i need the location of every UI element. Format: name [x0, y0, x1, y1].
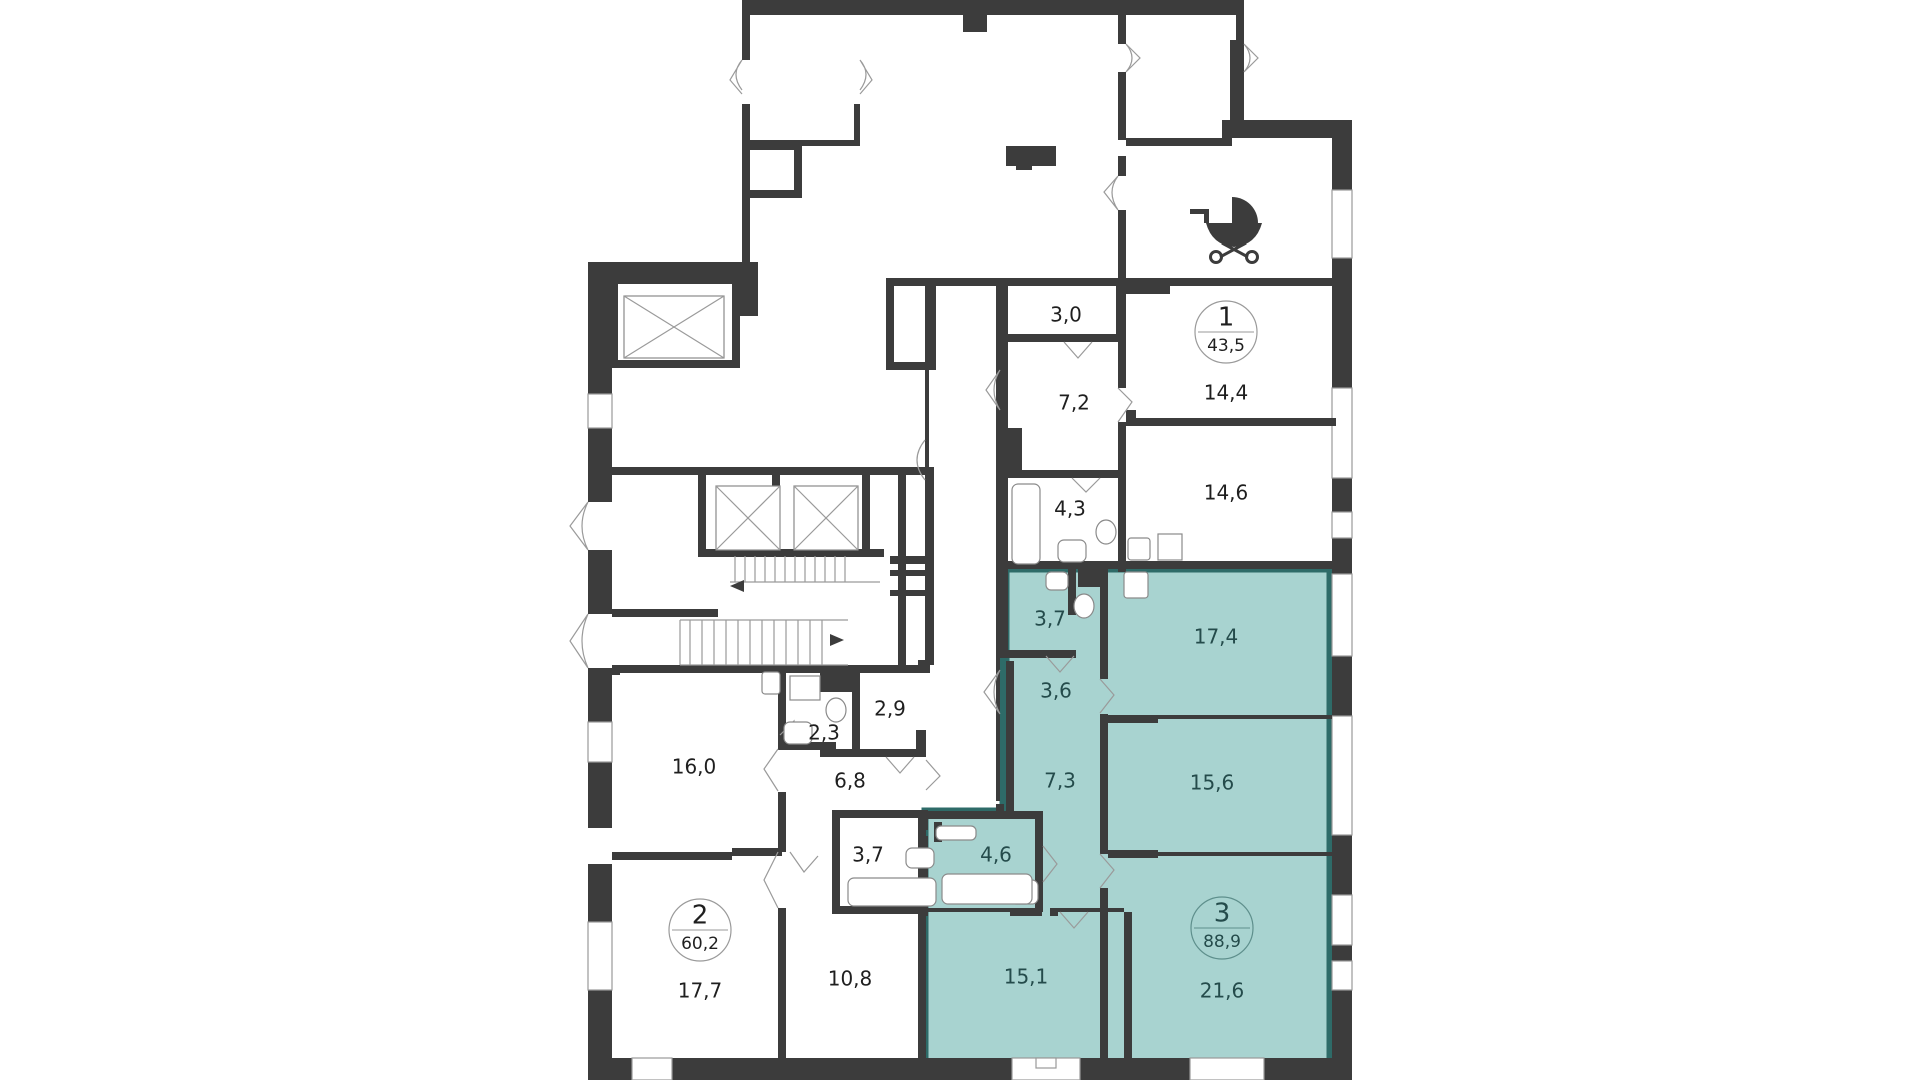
apartment-area: 43,5 — [1207, 336, 1245, 356]
bathroom-fixtures — [761, 483, 1183, 907]
apartment-area: 60,2 — [681, 934, 719, 954]
room-label: 17,7 — [678, 979, 723, 1003]
room-label: 4,6 — [980, 843, 1012, 867]
room-label: 15,6 — [1190, 771, 1235, 795]
room-label: 14,6 — [1204, 481, 1249, 505]
stairs-icon — [679, 556, 880, 666]
room-label: 3,0 — [1050, 303, 1082, 327]
room-label: 3,7 — [1034, 607, 1066, 631]
apartment-badge-2[interactable]: 2 60,2 — [668, 898, 732, 962]
elevator-shaft-icon — [623, 295, 859, 551]
room-label: 3,6 — [1040, 679, 1072, 703]
stroller-icon — [1190, 197, 1262, 264]
door-swings — [569, 43, 1259, 929]
room-label: 15,1 — [1004, 965, 1049, 989]
room-label: 7,2 — [1058, 391, 1090, 415]
room-labels: 3,0 7,2 14,4 4,3 14,6 16,0 2,3 2,9 6,8 3… — [672, 303, 1249, 1003]
apartment-number: 3 — [1214, 899, 1231, 929]
apartment-number: 2 — [692, 901, 709, 931]
room-label: 2,3 — [808, 721, 840, 745]
room-label: 17,4 — [1194, 625, 1239, 649]
room-label: 6,8 — [834, 769, 866, 793]
room-label: 21,6 — [1200, 979, 1245, 1003]
room-label: 2,9 — [874, 697, 906, 721]
apartment-number: 1 — [1218, 303, 1235, 333]
apartment-area: 88,9 — [1203, 932, 1241, 952]
room-label: 7,3 — [1044, 769, 1076, 793]
apartment-badge-3[interactable]: 3 88,9 — [1190, 896, 1254, 960]
room-label: 4,3 — [1054, 497, 1086, 521]
room-label: 16,0 — [672, 755, 717, 779]
apartment-badge-1[interactable]: 1 43,5 — [1194, 300, 1258, 364]
room-label: 3,7 — [852, 843, 884, 867]
exterior-walls — [588, 0, 1352, 1080]
room-label: 14,4 — [1204, 381, 1249, 405]
corridor-walls — [918, 286, 1004, 812]
interior-walls — [610, 14, 1336, 1070]
room-label: 10,8 — [828, 967, 873, 991]
windows — [587, 189, 1353, 1080]
